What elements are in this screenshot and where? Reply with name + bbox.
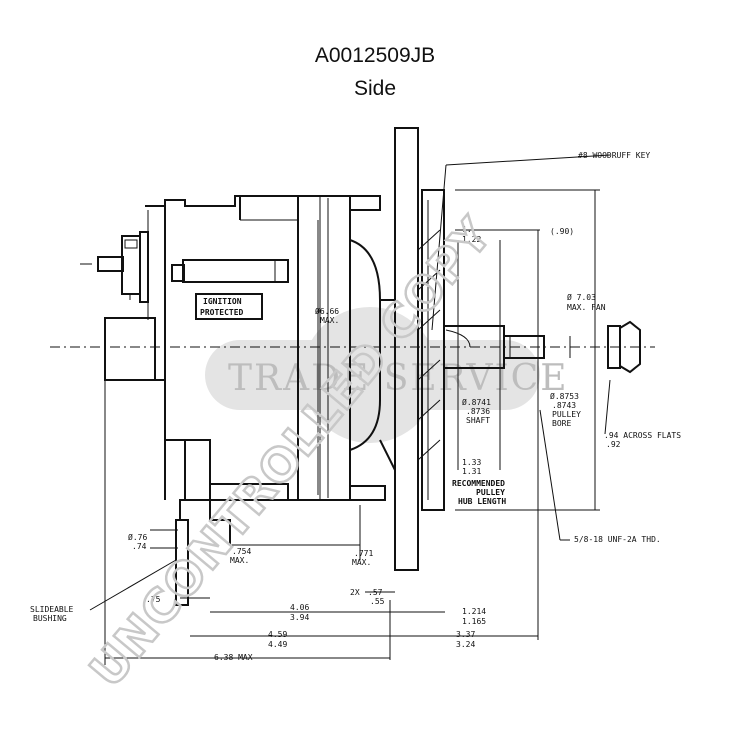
- label-recommended: RECOMMENDED: [452, 479, 505, 488]
- dimension-lines: [89, 154, 611, 665]
- label-woodruff-key: #8 WOODRUFF KEY: [578, 151, 650, 160]
- label-55: .55: [370, 597, 385, 606]
- label-122-lower: 1.22: [462, 235, 481, 244]
- dimension-labels: #8 WOODRUFF KEY 1. 1.22 (.90) Ø 7.03 MAX…: [30, 151, 681, 662]
- label-771-max: MAX.: [352, 558, 371, 567]
- label-thread: 5/8-18 UNF-2A THD.: [574, 535, 661, 544]
- label-771: .771: [354, 549, 373, 558]
- label-bore: BORE: [552, 419, 571, 428]
- ignition-label-line1: IGNITION: [203, 297, 242, 306]
- label-body-max: MAX.: [320, 316, 339, 325]
- label-394: 3.94: [290, 613, 309, 622]
- label-fan-dia: Ø 7.03: [567, 292, 596, 302]
- label-mount-dia: Ø.76: [128, 532, 147, 542]
- label-324: 3.24: [456, 640, 475, 649]
- label-090: (.90): [550, 227, 574, 236]
- front-housing: [379, 127, 419, 571]
- label-75: .75: [146, 595, 161, 604]
- label-754: .754: [232, 547, 251, 556]
- label-body-dia: Ø6.66: [315, 306, 339, 316]
- label-122-upper: 1.: [462, 225, 472, 234]
- drawing-subtitle: Side: [353, 77, 397, 100]
- watermark-logo: TRADE SERVICE: [205, 307, 569, 443]
- label-pulley-hub: PULLEY: [476, 488, 505, 497]
- ignition-label-line2: PROTECTED: [200, 308, 244, 317]
- label-slideable: SLIDEABLE: [30, 605, 74, 614]
- label-bore-dia-min: .8743: [552, 401, 576, 410]
- mounting-foot: [175, 505, 361, 606]
- label-57: .57: [368, 588, 383, 597]
- label-hub-length-min: 1.31: [462, 467, 481, 476]
- label-754-max: MAX.: [230, 556, 249, 565]
- label-shaft-dia: Ø.8741: [462, 397, 491, 407]
- drawing-title: A0012509JB: [314, 44, 436, 67]
- label-337: 3.37: [456, 630, 475, 639]
- watermark-diagonal-text: UNCONTROLLED COPY: [79, 207, 502, 697]
- label-638-max: 6.38 MAX: [214, 653, 253, 662]
- terminal-stud: [97, 231, 149, 303]
- label-1214: 1.214: [462, 607, 486, 616]
- label-1165: 1.165: [462, 617, 486, 626]
- label-449: 4.49: [268, 640, 287, 649]
- label-2x: 2X: [350, 588, 360, 597]
- label-bore-dia: Ø.8753: [550, 391, 579, 401]
- watermark-logo-text: TRADE SERVICE: [228, 358, 569, 399]
- shaft: [443, 325, 545, 369]
- stator-body: [297, 195, 386, 501]
- label-459: 4.59: [268, 630, 287, 639]
- label-mount-dia-min: .74: [132, 542, 147, 551]
- label-flats-min: .92: [606, 440, 621, 449]
- label-hub-length: 1.33: [462, 458, 481, 467]
- ignition-protected-label-box: IGNITION PROTECTED: [195, 293, 263, 320]
- label-shaft: SHAFT: [466, 416, 490, 425]
- label-fan-max: MAX. FAN: [567, 303, 606, 312]
- label-pulley: PULLEY: [552, 410, 581, 419]
- rear-housing: [104, 195, 299, 545]
- shaft-nut: [607, 320, 641, 374]
- label-406: 4.06: [290, 603, 309, 612]
- label-shaft-dia-min: .8736: [466, 407, 490, 416]
- label-hub-length-text: HUB LENGTH: [458, 497, 506, 506]
- label-flats: .94 ACROSS FLATS: [604, 431, 681, 440]
- label-bushing: BUSHING: [33, 614, 67, 623]
